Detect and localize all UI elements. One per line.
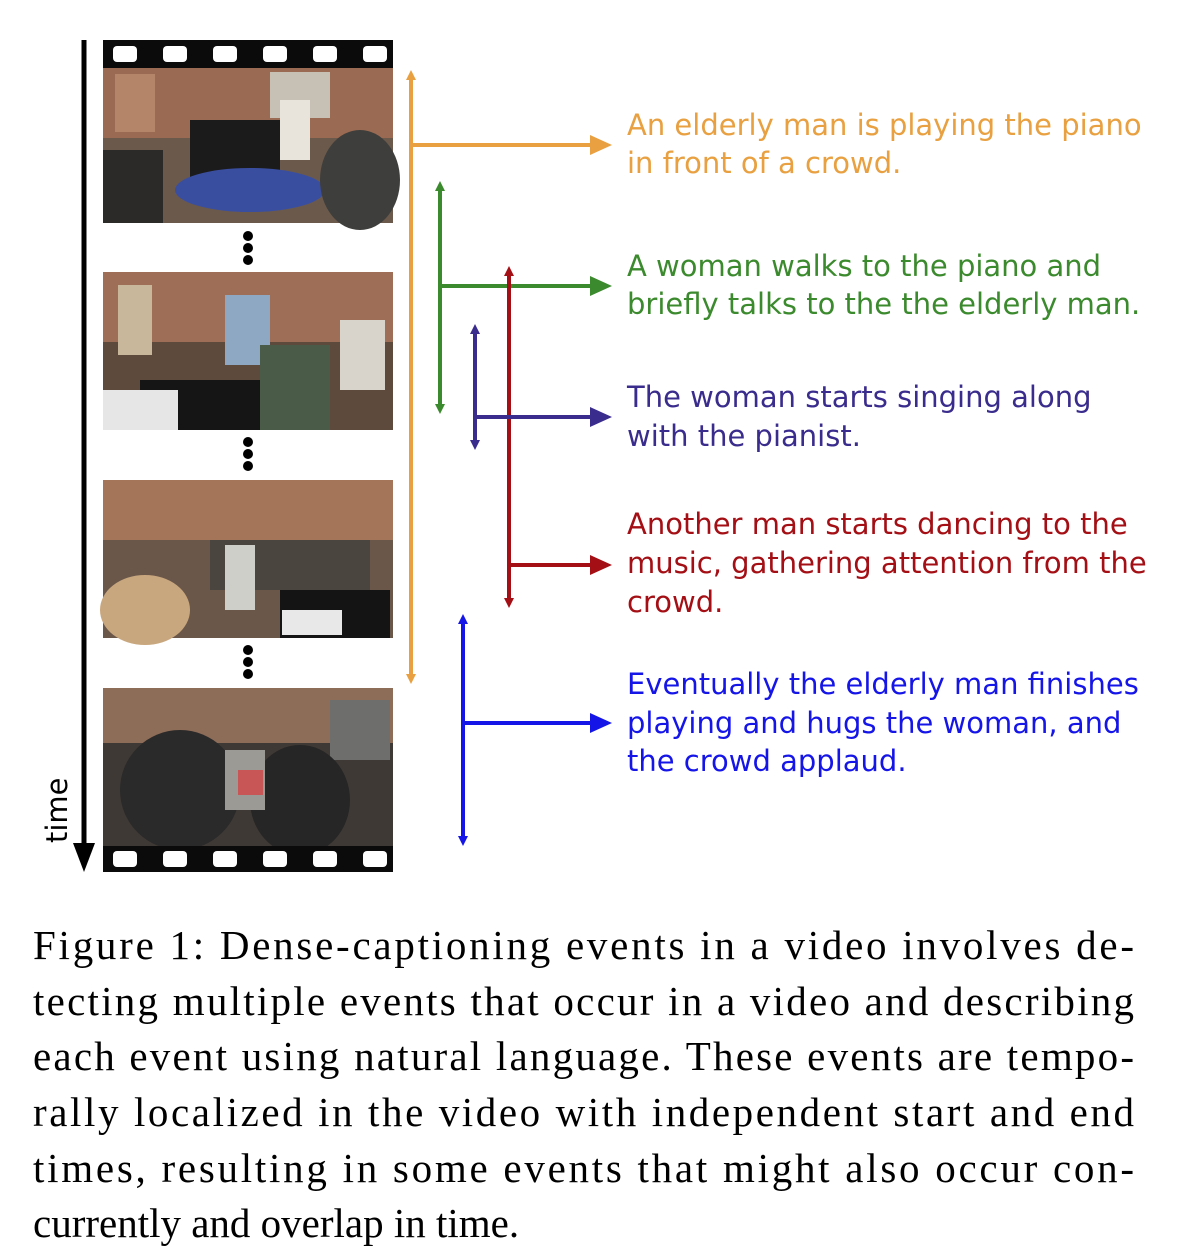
event-1-line-2: in front of a crowd.: [627, 146, 901, 180]
caption-line-1: Figure 1: Dense-captioning events in a v…: [33, 922, 1134, 968]
event-description-4: Another man starts dancing to the music,…: [627, 507, 1147, 619]
event-4-line-1: Another man starts dancing to the: [627, 507, 1128, 541]
frame-ellipsis-1: [243, 231, 253, 265]
figure-caption: Figure 1: Dense-captioning events in a v…: [33, 922, 1134, 1246]
event-bracket-5: [458, 614, 612, 846]
video-frame-4: [103, 688, 393, 855]
event-bracket-3: [470, 324, 612, 450]
caption-line-5: times, resulting in some events that mig…: [33, 1145, 1134, 1191]
event-bracket-2: [435, 181, 612, 414]
event-3-line-1: The woman starts singing along: [626, 380, 1091, 414]
film-sprocket-holes-top: [113, 46, 387, 62]
caption-line-6: currently and overlap in time.: [33, 1200, 519, 1246]
time-axis-arrowhead: [73, 843, 95, 872]
event-5-line-1: Eventually the elderly man finishes: [627, 667, 1139, 701]
film-sprocket-holes-bottom: [113, 851, 387, 867]
event-2-line-2: briefly talks to the the elderly man.: [627, 287, 1140, 321]
event-4-line-2: music, gathering attention from the: [627, 546, 1147, 580]
event-description-1: An elderly man is playing the piano in f…: [627, 108, 1142, 180]
video-frame-1: [103, 68, 400, 230]
event-5-line-3: the crowd applaud.: [627, 744, 907, 778]
time-axis: time: [40, 40, 95, 872]
event-description-2: A woman walks to the piano and briefly t…: [627, 249, 1140, 321]
film-strip-bottom-border: [103, 846, 393, 872]
caption-line-4: rally localized in the video with indepe…: [33, 1089, 1134, 1135]
video-frame-3: [100, 480, 393, 645]
event-3-line-2: with the pianist.: [627, 419, 861, 453]
video-frame-2: [103, 272, 393, 430]
caption-line-2: tecting multiple events that occur in a …: [33, 978, 1134, 1024]
frame-ellipsis-2: [243, 437, 253, 471]
caption-line-3: each event using natural language. These…: [33, 1033, 1134, 1079]
event-description-3: The woman starts singing along with the …: [626, 380, 1091, 453]
event-2-line-1: A woman walks to the piano and: [627, 249, 1101, 283]
time-axis-label: time: [40, 777, 74, 843]
event-4-line-3: crowd.: [627, 585, 723, 619]
event-1-line-1: An elderly man is playing the piano: [627, 108, 1142, 142]
frame-ellipsis-3: [243, 645, 253, 679]
event-description-5: Eventually the elderly man finishes play…: [627, 667, 1139, 778]
event-bracket-1: [406, 70, 612, 684]
dense-captioning-figure: time: [40, 40, 1147, 872]
event-bracket-4: [504, 266, 612, 608]
event-5-line-2: playing and hugs the woman, and: [627, 706, 1121, 740]
film-strip-top-border: [103, 40, 393, 68]
film-strip: [100, 40, 400, 872]
